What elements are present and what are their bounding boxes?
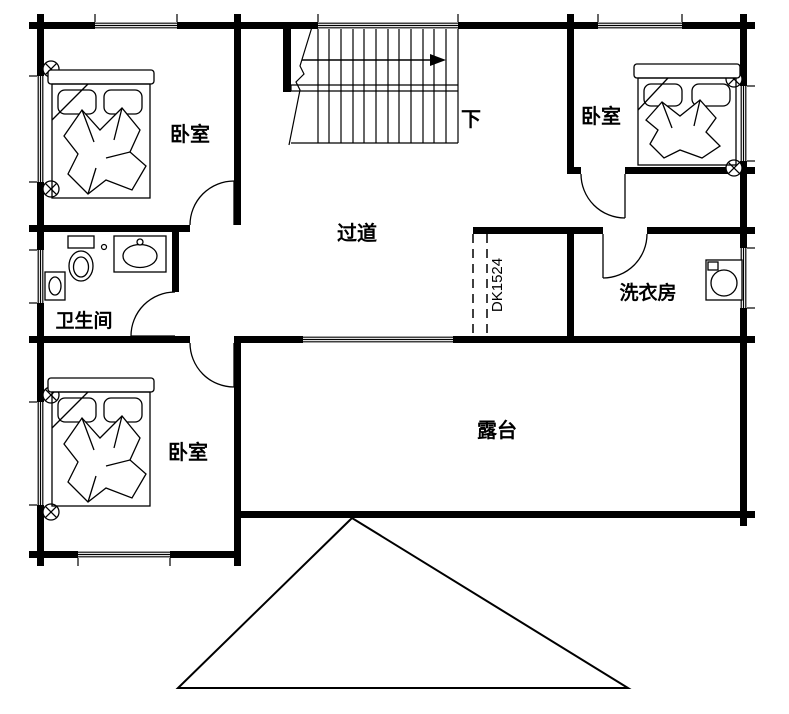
mop-basin-icon <box>44 271 66 301</box>
window <box>29 401 44 506</box>
door-arc <box>130 291 176 337</box>
stairs <box>288 26 459 146</box>
column-icon <box>42 503 60 521</box>
door-arc <box>189 342 235 388</box>
room-label-laundry: 洗衣房 <box>619 281 676 304</box>
room-label-terrace: 露台 <box>477 418 517 442</box>
room-label-bedroom-top-right: 卧室 <box>581 104 621 128</box>
toilet-icon <box>67 235 95 282</box>
direction-arrow <box>302 54 446 66</box>
door-arc <box>189 180 235 226</box>
bed-icon <box>47 69 155 199</box>
window <box>77 551 171 566</box>
roof-outline <box>175 516 632 689</box>
window <box>303 336 453 343</box>
bed-icon <box>47 377 155 507</box>
window <box>317 14 459 29</box>
door-arc <box>580 173 626 219</box>
doors <box>130 173 648 388</box>
stair-rail <box>290 84 458 92</box>
walls <box>37 22 747 558</box>
washing-machine-icon <box>705 259 743 301</box>
break-line <box>288 26 313 146</box>
stairs-down-label: 下 <box>461 109 481 131</box>
window <box>740 247 755 309</box>
column-icon <box>725 159 743 177</box>
door-arc <box>602 233 648 279</box>
column-icon <box>42 180 60 198</box>
room-label-bedroom-bottom-left: 卧室 <box>168 440 208 464</box>
bed-icon <box>633 63 741 166</box>
window <box>597 14 683 29</box>
window <box>29 249 44 304</box>
dk-opening: DK1524 <box>472 234 506 336</box>
room-label-bedroom-top-left: 卧室 <box>170 122 210 146</box>
sink-icon <box>113 235 167 273</box>
room-label-hallway: 过道 <box>337 221 377 245</box>
stair-treads <box>317 29 459 143</box>
window <box>29 75 44 183</box>
floor-drain-icon <box>100 243 108 251</box>
window <box>740 85 755 162</box>
window <box>94 14 178 29</box>
opening-label: DK1524 <box>489 258 506 312</box>
room-label-bathroom: 卫生间 <box>55 309 112 332</box>
wall-tabs <box>29 14 755 566</box>
